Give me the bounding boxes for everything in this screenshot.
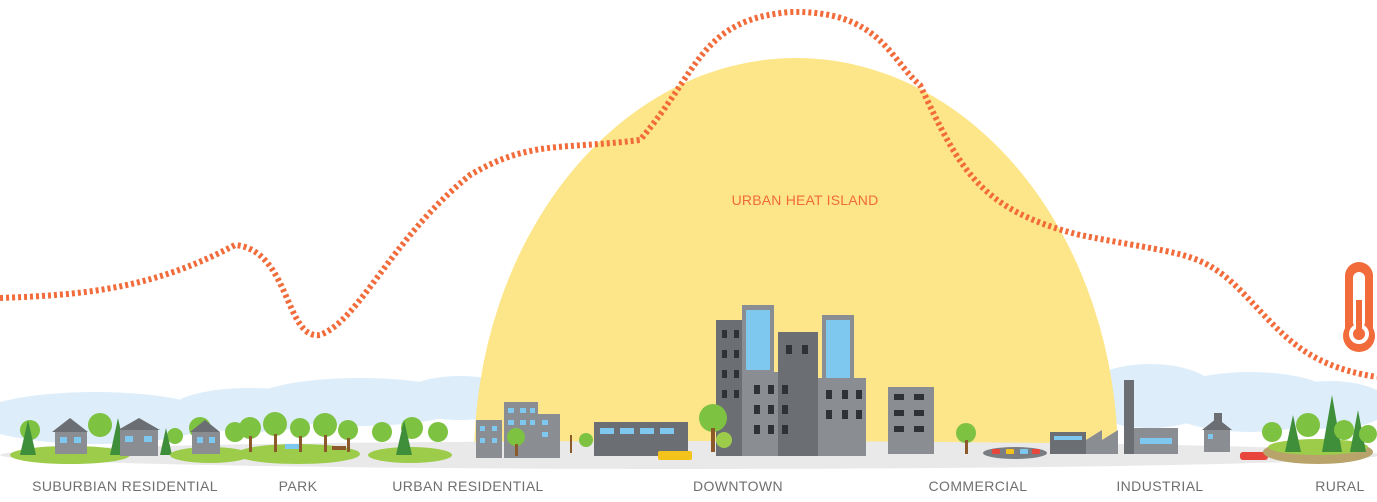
industrial-scene — [1050, 380, 1268, 460]
zone-label-downtown: DOWNTOWN — [692, 478, 784, 494]
zone-label-industrial: INDUSTRIAL — [1116, 478, 1204, 494]
rural-scene — [1262, 395, 1377, 464]
zone-label-rural: RURAL — [1315, 478, 1365, 494]
zone-label-suburbian-residential: SUBURBIAN RESIDENTIAL — [32, 478, 218, 494]
zone-label-commercial: COMMERCIAL — [928, 478, 1028, 494]
zone-label-urban-residential: URBAN RESIDENTIAL — [392, 478, 544, 494]
downtown-scene — [594, 305, 866, 460]
heat-island-dome — [474, 58, 1118, 460]
park-scene — [236, 412, 360, 464]
urban-heat-island-label: URBAN HEAT ISLAND — [731, 192, 879, 208]
urban-residential-scene — [368, 402, 593, 463]
commercial-scene — [888, 387, 1047, 459]
suburban-residential-scene — [10, 413, 250, 464]
zone-label-park: PARK — [278, 478, 318, 494]
thermometer-icon — [1343, 262, 1375, 352]
temperature-curve — [0, 8, 1377, 380]
